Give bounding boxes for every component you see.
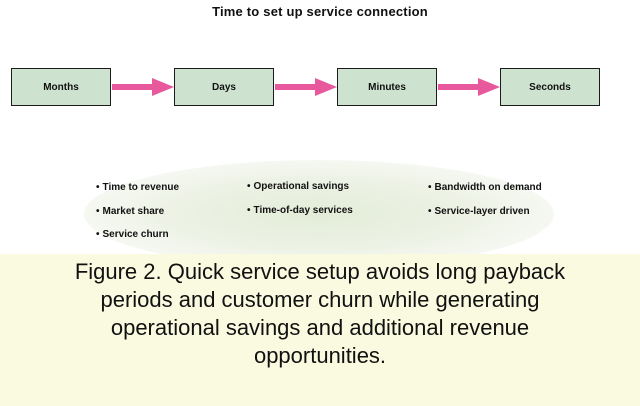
- benefit-service-churn: Service churn: [96, 229, 169, 240]
- arrow-months-to-days: [112, 78, 174, 96]
- caption-line-3: operational savings and additional reven…: [110, 315, 530, 340]
- caption-line-2: periods and customer churn while generat…: [100, 287, 540, 312]
- benefit-time-of-day-services: Time-of-day services: [247, 205, 353, 216]
- benefit-bandwidth-on-demand: Bandwidth on demand: [428, 182, 542, 193]
- stage-box-seconds: Seconds: [500, 68, 600, 106]
- arrow-days-to-minutes: [275, 78, 337, 96]
- stage-box-months: Months: [11, 68, 111, 106]
- benefit-market-share: Market share: [96, 206, 165, 217]
- diagram-title: Time to set up service connection: [212, 4, 428, 19]
- stage-box-days: Days: [174, 68, 274, 106]
- stage-box-minutes: Minutes: [337, 68, 437, 106]
- caption-line-1: Figure 2. Quick service setup avoids lon…: [74, 259, 566, 284]
- figure-caption: Figure 2. Quick service setup avoids lon…: [10, 258, 630, 370]
- caption-line-4: opportunities.: [253, 343, 387, 368]
- benefit-time-to-revenue: Time to revenue: [96, 182, 180, 193]
- flow-arrows: [112, 78, 500, 96]
- benefit-operational-savings: Operational savings: [247, 181, 350, 192]
- benefit-service-layer-driven: Service-layer driven: [428, 206, 530, 217]
- arrow-minutes-to-seconds: [438, 78, 500, 96]
- caption-background: [0, 254, 640, 406]
